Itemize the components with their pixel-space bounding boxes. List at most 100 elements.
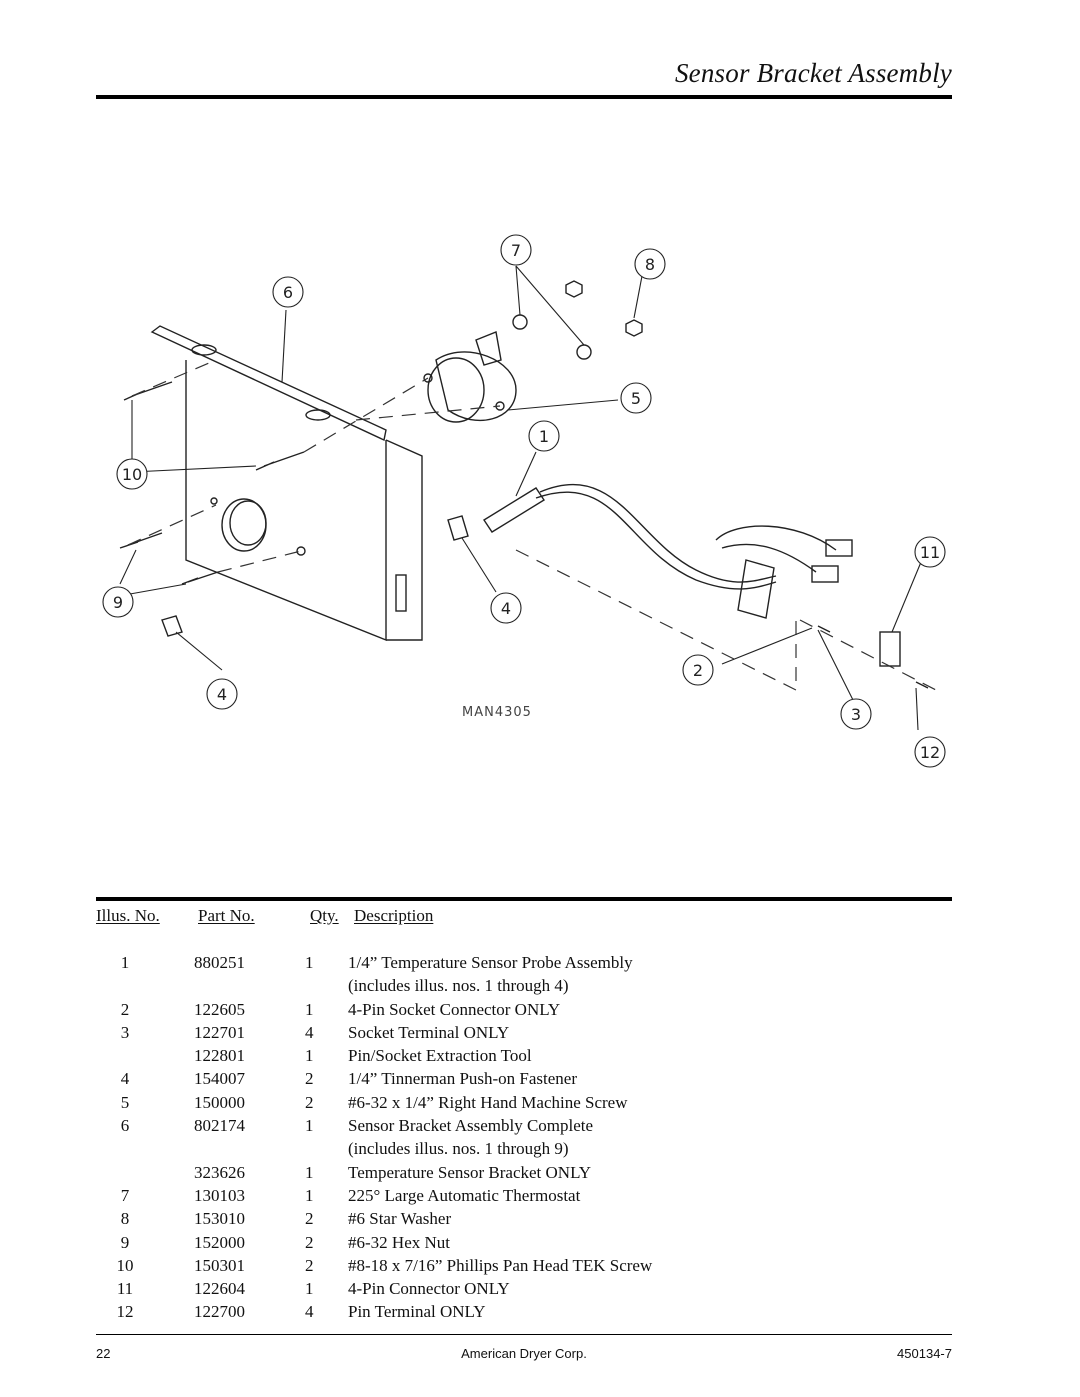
table-rule	[96, 897, 952, 901]
part-no-cell: 154007	[194, 1069, 245, 1089]
callout-10: 10	[116, 458, 148, 490]
doc-number: 450134-7	[897, 1346, 952, 1361]
description-cell: Temperature Sensor Bracket ONLY	[348, 1162, 592, 1182]
callout-9: 8	[634, 248, 666, 280]
svg-text:4: 4	[217, 685, 227, 704]
svg-text:8: 8	[645, 255, 655, 274]
qty-cell	[294, 1137, 345, 1160]
illus-no-cell	[96, 1137, 154, 1160]
table-row: 7 130103 1 225° Large Automatic Thermostat	[96, 1184, 952, 1207]
part-no-cell: 122604	[194, 1279, 245, 1299]
thermostat	[435, 351, 517, 422]
description-cell: Pin/Socket Extraction Tool	[348, 1046, 532, 1066]
part-no-cell: 122701	[194, 1022, 245, 1042]
flange-slot	[305, 409, 331, 421]
callout-6: 6	[272, 276, 304, 308]
description-cell: (includes illus. nos. 1 through 9)	[348, 1139, 569, 1159]
hex-nut	[625, 319, 643, 337]
diagram-svg: 7 8 6 5 1 10 11 9 4 2 4 3 12 MAN4305	[102, 234, 946, 768]
bracket-slot	[395, 574, 407, 612]
svg-text:6: 6	[283, 283, 293, 302]
bracket-flange	[150, 325, 387, 442]
description-cell: 225° Large Automatic Thermostat	[348, 1185, 581, 1205]
illus-no-cell: 5	[120, 1092, 130, 1112]
description-cell: #8-18 x 7/16” Phillips Pan Head TEK Scre…	[348, 1255, 653, 1275]
qty-cell: 1	[305, 1162, 314, 1182]
page-number: 22	[96, 1346, 111, 1361]
qty-cell	[294, 974, 345, 997]
svg-text:4: 4	[501, 599, 511, 618]
part-no-cell: 152000	[194, 1232, 245, 1252]
table-row: 8 153010 2 #6 Star Washer	[96, 1207, 952, 1230]
part-no-cell: 880251	[194, 953, 245, 972]
illus-no-cell: 1	[120, 953, 130, 972]
description-cell: Sensor Bracket Assembly Complete	[348, 1116, 594, 1136]
part-no-cell: 130103	[194, 1185, 245, 1205]
description-cell: #6-32 Hex Nut	[348, 1232, 450, 1252]
description-cell: (includes illus. nos. 1 through 4)	[348, 976, 569, 996]
qty-cell: 1	[305, 1116, 314, 1136]
callout-2: 2	[682, 654, 714, 686]
header-illus: Illus. No.	[96, 906, 160, 925]
screw	[119, 532, 163, 549]
qty-cell: 2	[305, 1092, 314, 1112]
tinnerman-fastener	[161, 615, 183, 637]
part-no-cell: 153010	[194, 1209, 245, 1229]
part-no-cell: 122700	[194, 1302, 245, 1322]
svg-text:1: 1	[539, 427, 549, 446]
table-row: (includes illus. nos. 1 through 4)	[96, 974, 952, 997]
svg-text:9: 9	[113, 593, 123, 612]
qty-cell: 1	[305, 999, 314, 1019]
svg-text:5: 5	[631, 389, 641, 408]
qty-cell: 1	[305, 1185, 314, 1205]
description-cell: Pin Terminal ONLY	[348, 1302, 486, 1322]
illus-no-cell: 8	[120, 1209, 130, 1229]
qty-cell: 2	[305, 1209, 314, 1229]
bracket-side	[385, 439, 423, 641]
callout-7: 5	[620, 382, 652, 414]
description-cell: 4-Pin Socket Connector ONLY	[348, 999, 561, 1019]
qty-cell: 2	[305, 1069, 314, 1089]
header-rule	[96, 95, 952, 99]
svg-text:3: 3	[851, 705, 861, 724]
qty-cell: 2	[305, 1255, 314, 1275]
header-part: Part No.	[198, 906, 255, 925]
qty-cell: 2	[305, 1232, 314, 1252]
part-no-cell: 122605	[194, 999, 245, 1019]
part-no-cell: 122801	[194, 1046, 245, 1066]
callout-4: 4	[206, 678, 238, 710]
illus-no-cell	[96, 1161, 154, 1184]
svg-text:2: 2	[693, 661, 703, 680]
callout-5: 9	[102, 586, 134, 618]
exploded-parts-diagram: 7 8 6 5 1 10 11 9 4 2 4 3 12 MAN4305	[96, 220, 976, 780]
page-title: Sensor Bracket Assembly	[674, 58, 952, 88]
callout-3: 3	[840, 698, 872, 730]
table-row: (includes illus. nos. 1 through 9)	[96, 1137, 952, 1160]
callout-12: 12	[914, 736, 946, 768]
part-no-cell: 802174	[194, 1116, 245, 1136]
description-cell: #6 Star Washer	[348, 1209, 452, 1229]
part-no-cell: 150301	[194, 1255, 245, 1275]
description-cell: Socket Terminal ONLY	[348, 1022, 510, 1042]
footer-rule	[96, 1334, 952, 1335]
description-cell: #6-32 x 1/4” Right Hand Machine Screw	[348, 1092, 628, 1112]
illus-no-cell: 3	[120, 1022, 130, 1042]
hex-nut	[565, 280, 583, 298]
screw	[181, 571, 219, 585]
part-no-cell	[154, 974, 294, 997]
illus-no-cell: 12	[116, 1302, 134, 1322]
qty-cell: 1	[305, 953, 314, 972]
svg-text:10: 10	[122, 465, 142, 484]
illus-no-cell: 7	[120, 1185, 130, 1205]
sensor-probe	[483, 487, 545, 533]
